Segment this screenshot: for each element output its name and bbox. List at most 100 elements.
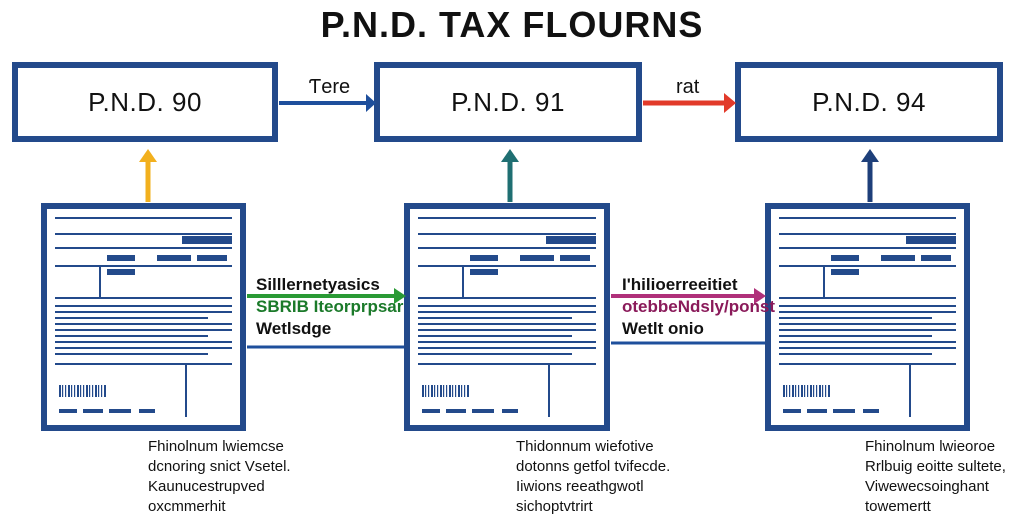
- footer-mark: [109, 409, 131, 413]
- header-rule: [418, 233, 596, 235]
- arrowhead-90-to-91: [366, 94, 376, 112]
- barcode-bar: [77, 385, 79, 397]
- body-text-line: [418, 341, 596, 343]
- body-text-line: [418, 329, 596, 331]
- caption-line: Rrlbuig eoitte sultete,: [865, 458, 1006, 475]
- footer-mark: [422, 409, 440, 413]
- body-text-line: [779, 353, 932, 355]
- field-mark: [107, 255, 135, 261]
- diagram-title: P.N.D. TAX FLOURNS: [320, 4, 704, 45]
- barcode-bar: [80, 385, 82, 397]
- caption-line: Kaunucestrupved: [148, 478, 265, 495]
- barcode-bar: [65, 385, 67, 397]
- barcode-bar: [95, 385, 97, 397]
- document-pnd91: [404, 203, 610, 431]
- caption-line: towemertt: [865, 498, 931, 515]
- barcode-bar: [434, 385, 436, 397]
- barcode-bar: [461, 385, 463, 397]
- caption-line: dcnoring snict Vsetel.: [148, 458, 291, 475]
- document-pnd90: [41, 203, 246, 431]
- barcode-bar: [828, 385, 830, 397]
- section-divider: [548, 365, 550, 417]
- header-rule: [779, 217, 956, 219]
- body-text-line: [779, 335, 932, 337]
- body-text-line: [779, 311, 956, 313]
- field-mark: [831, 269, 859, 275]
- caption-line: sichoptvtrirt: [516, 498, 593, 515]
- caption-line: Viwewecsoinghant: [865, 478, 989, 495]
- body-text-line: [418, 311, 596, 313]
- row-rule: [55, 297, 232, 299]
- barcode-bar: [813, 385, 815, 397]
- field-mark: [157, 255, 191, 261]
- caption-line: Thidonnum wiefotive: [516, 438, 654, 455]
- barcode-bar: [464, 385, 466, 397]
- footer-mark: [446, 409, 466, 413]
- barcode-bar: [86, 385, 88, 397]
- body-text-line: [779, 341, 956, 343]
- barcode-bar: [801, 385, 803, 397]
- field-mark: [831, 255, 859, 261]
- mid-label-2: I'hilioerreeitiet otebbeNdsly/ponst Wetl…: [622, 274, 775, 340]
- body-text-line: [418, 317, 572, 319]
- body-text-line: [55, 353, 208, 355]
- mid-label-1: Silllernetyasics SBRIB Iteorprpsar Wetls…: [256, 274, 403, 340]
- body-text-line: [55, 323, 232, 325]
- barcode-bar: [89, 385, 91, 397]
- field-mark: [560, 255, 590, 261]
- body-text-line: [779, 323, 956, 325]
- footer-mark: [59, 409, 77, 413]
- body-text-line: [418, 323, 596, 325]
- footer-mark: [807, 409, 827, 413]
- barcode-bar: [452, 385, 454, 397]
- caption-line: oxcmmerhit: [148, 498, 226, 515]
- barcode-bar: [101, 385, 103, 397]
- form-box-pnd94: P.N.D. 94: [735, 62, 1003, 142]
- body-text-line: [55, 311, 232, 313]
- footer-mark: [472, 409, 494, 413]
- edge-label-90-91: Ƭere: [309, 76, 351, 98]
- up-arrowhead-90: [139, 149, 157, 162]
- document-form-illustration: [418, 217, 596, 417]
- row-rule: [779, 363, 956, 365]
- barcode-bar: [83, 385, 85, 397]
- barcode-bar: [428, 385, 430, 397]
- barcode-bar: [467, 385, 469, 397]
- footer-mark: [502, 409, 518, 413]
- barcode-bar: [819, 385, 821, 397]
- row-rule: [779, 265, 956, 267]
- header-rule: [55, 233, 232, 235]
- caption-line: Fhinolnum lwiemcse: [148, 438, 284, 455]
- section-divider: [185, 365, 187, 417]
- barcode-bar: [789, 385, 791, 397]
- header-rule: [418, 217, 596, 219]
- row-rule: [779, 297, 956, 299]
- field-mark: [470, 255, 498, 261]
- edge-label-91-94: rat: [676, 76, 700, 98]
- row-rule: [55, 363, 232, 365]
- mid-arrowhead-1: [394, 288, 406, 304]
- footer-mark: [863, 409, 879, 413]
- barcode-bar: [98, 385, 100, 397]
- barcode-bar: [816, 385, 818, 397]
- barcode-bar: [807, 385, 809, 397]
- body-text-line: [55, 335, 208, 337]
- document-form-illustration: [55, 217, 232, 417]
- body-text-line: [779, 305, 956, 307]
- form-label: P.N.D. 90: [88, 86, 202, 117]
- barcode-bar: [68, 385, 70, 397]
- header-rule: [779, 247, 956, 249]
- header-rule: [55, 217, 232, 219]
- barcode-bar: [783, 385, 785, 397]
- barcode-bar: [59, 385, 61, 397]
- body-text-line: [55, 305, 232, 307]
- barcode-bar: [437, 385, 439, 397]
- document-form-illustration: [779, 217, 956, 417]
- body-text-line: [779, 347, 956, 349]
- barcode-bar: [449, 385, 451, 397]
- footer-mark: [83, 409, 103, 413]
- field-mark: [881, 255, 915, 261]
- header-code-block: [182, 236, 232, 244]
- body-text-line: [418, 305, 596, 307]
- mid-label-line: otebbeNdsly/ponst: [622, 297, 776, 316]
